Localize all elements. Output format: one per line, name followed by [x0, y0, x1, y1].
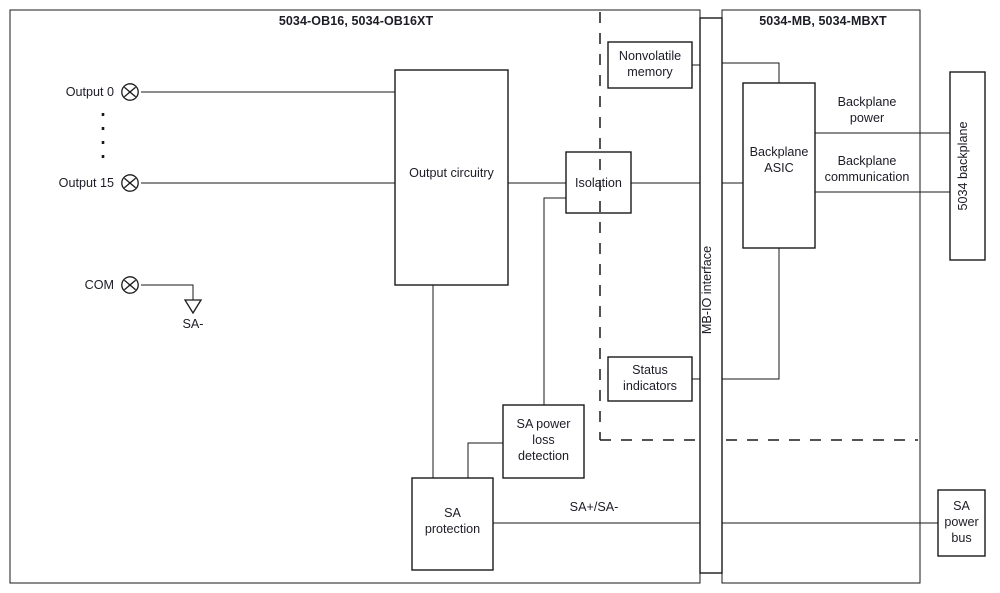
panel-title-right: 5034-MB, 5034-MBXT: [759, 14, 887, 28]
terminal-label-output0: Output 0: [66, 85, 114, 99]
block-5034-backplane: [949, 71, 986, 261]
connection-label-backplane-comm-line2: communication: [825, 170, 910, 184]
terminal-output15-icon: [121, 174, 139, 192]
terminal-com-icon: [121, 276, 139, 294]
block-label-nonvolatile-memory-line1: Nonvolatile: [619, 49, 681, 63]
block-label-sa-protection-line1: SA: [444, 506, 461, 520]
block-sa-protection: [411, 477, 494, 571]
wire-asic-bottom-to-mbio: [722, 248, 780, 380]
block-nonvolatile-memory: [607, 41, 693, 89]
block-label-isolation: Isolation: [575, 176, 622, 190]
panel-left-outline: [9, 9, 701, 584]
mask-mbio-top: [701, 11, 721, 17]
block-label-sa-power-bus-line2: power: [944, 515, 978, 529]
block-label-sa-power-bus-line3: bus: [951, 531, 971, 545]
ground-label-sa-minus: SA-: [183, 317, 204, 331]
block-label-mb-io-interface: MB-IO interface: [700, 246, 714, 334]
block-label-backplane-asic-line1: Backplane: [750, 145, 809, 159]
block-label-backplane-asic-line2: ASIC: [764, 161, 793, 175]
block-label-sa-power-bus-line1: SA: [953, 499, 970, 513]
block-mb-io-interface: [699, 17, 723, 574]
terminal-output0-icon: [121, 83, 139, 101]
block-label-sa-protection-line2: protection: [425, 522, 480, 536]
connection-label-sa-bus: SA+/SA-: [570, 500, 619, 514]
ground-symbol-icon: [183, 299, 203, 315]
block-status-indicators: [607, 356, 693, 402]
block-label-status-indicators-line2: indicators: [623, 379, 677, 393]
block-label-status-indicators-line1: Status: [632, 363, 668, 377]
block-label-sa-power-loss-line3: detection: [518, 449, 569, 463]
block-label-sa-power-loss-line1: SA power: [517, 417, 571, 431]
block-label-output-circuitry: Output circuitry: [409, 166, 494, 180]
block-output-circuitry: [394, 69, 509, 286]
panel-title-left: 5034-OB16, 5034-OB16XT: [279, 14, 434, 28]
wire-isolation-to-sa-power-loss: [543, 197, 566, 405]
wire-sa-power-loss-to-sa-protection: [467, 442, 503, 478]
block-sa-power-bus: [937, 489, 986, 557]
block-label-sa-power-loss-line2: loss: [532, 433, 554, 447]
connection-label-backplane-comm-line1: Backplane: [838, 154, 897, 168]
wire-asic-top-to-mbio: [722, 62, 780, 83]
mask-mbio-bottom: [701, 576, 721, 582]
block-sa-power-loss-detection: [502, 404, 585, 479]
block-label-5034-backplane: 5034 backplane: [956, 122, 970, 211]
connection-label-backplane-power-line1: Backplane: [838, 95, 897, 109]
terminal-label-output15: Output 15: [59, 176, 114, 190]
block-label-nonvolatile-memory-line2: memory: [627, 65, 673, 79]
wire-com-to-ground: [141, 284, 194, 300]
connection-label-backplane-power-line2: power: [850, 111, 884, 125]
terminal-label-com: COM: [85, 278, 114, 292]
block-backplane-asic: [742, 82, 816, 249]
